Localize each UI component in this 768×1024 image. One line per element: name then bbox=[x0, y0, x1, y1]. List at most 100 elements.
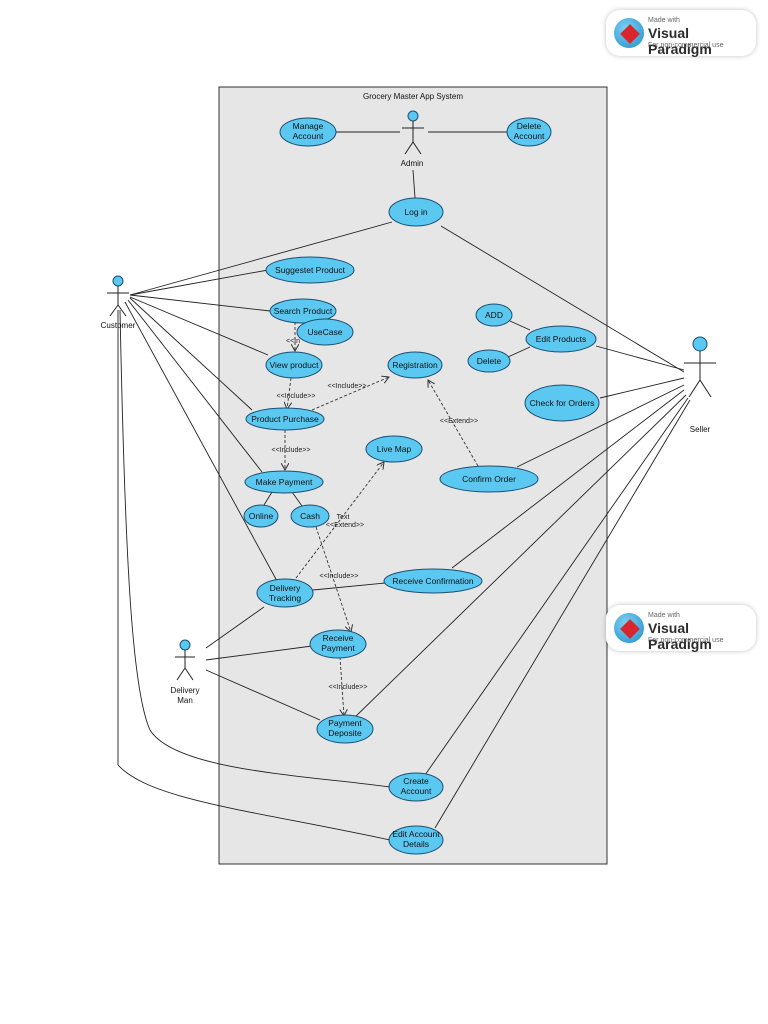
actor-delivery-man[interactable] bbox=[175, 639, 195, 681]
use-case-log-in[interactable]: Log in bbox=[388, 197, 444, 227]
svg-text:Receive Confirmation: Receive Confirmation bbox=[392, 576, 474, 586]
use-case-create-account[interactable]: Create Account bbox=[388, 772, 444, 802]
svg-text:Receive: Receive bbox=[323, 633, 354, 643]
watermark-note: For non-commercial use bbox=[648, 637, 724, 644]
assoc-seller-check-orders bbox=[599, 377, 685, 399]
actor-seller-label: Seller bbox=[690, 425, 711, 434]
use-case-receive-confirmation[interactable]: Receive Confirmation bbox=[383, 568, 483, 594]
svg-text:Search Product: Search Product bbox=[274, 306, 333, 316]
stereo-include-short: <<In bbox=[286, 338, 300, 345]
assoc-seller-create-account bbox=[424, 397, 689, 776]
svg-text:Check for Orders: Check for Orders bbox=[530, 398, 595, 408]
actor-delivery-man-label-1: Delivery bbox=[171, 686, 200, 695]
svg-text:Payment: Payment bbox=[328, 718, 362, 728]
stereo-extend-tracking-livemap: <<Extend>> bbox=[326, 522, 364, 529]
use-case-confirm-order[interactable]: Confirm Order bbox=[439, 465, 539, 493]
use-case-suggest-product[interactable]: Suggestet Product bbox=[265, 256, 355, 284]
svg-text:Account: Account bbox=[514, 131, 545, 141]
use-case-online[interactable]: Online bbox=[243, 504, 279, 528]
svg-text:Delete: Delete bbox=[517, 121, 542, 131]
assoc-admin-login bbox=[412, 169, 416, 199]
svg-text:Product Purchase: Product Purchase bbox=[251, 414, 319, 424]
svg-text:Confirm Order: Confirm Order bbox=[462, 474, 516, 484]
use-case-usecase[interactable]: UseCase bbox=[296, 318, 354, 346]
assoc-customer-tracking bbox=[124, 301, 278, 582]
actor-customer[interactable] bbox=[107, 275, 129, 317]
use-case-receive-payment[interactable]: Receive Payment bbox=[309, 629, 367, 659]
svg-text:Delivery: Delivery bbox=[270, 583, 301, 593]
assoc-customer-edit-account bbox=[117, 310, 391, 841]
svg-text:Cash: Cash bbox=[300, 511, 320, 521]
svg-text:Log in: Log in bbox=[404, 207, 427, 217]
svg-text:Edit Account: Edit Account bbox=[392, 829, 440, 839]
assoc-seller-receive-confirmation bbox=[451, 389, 685, 569]
svg-text:Manage: Manage bbox=[293, 121, 324, 131]
svg-text:Delete: Delete bbox=[477, 356, 502, 366]
svg-text:Online: Online bbox=[249, 511, 274, 521]
use-case-edit-account-details[interactable]: Edit Account Details bbox=[388, 825, 444, 855]
svg-text:Create: Create bbox=[403, 776, 429, 786]
use-case-edit-products[interactable]: Edit Products bbox=[525, 325, 597, 353]
use-case-delete[interactable]: Delete bbox=[467, 349, 511, 373]
svg-text:Registration: Registration bbox=[392, 360, 438, 370]
svg-text:Edit Products: Edit Products bbox=[536, 334, 587, 344]
svg-text:Account: Account bbox=[293, 131, 324, 141]
svg-text:ADD: ADD bbox=[485, 310, 503, 320]
stereo-include-cash-receive: <<Include>> bbox=[320, 573, 359, 580]
watermark-made-with: Made with bbox=[648, 17, 680, 24]
use-case-manage-account[interactable]: Manage Account bbox=[279, 117, 337, 147]
assoc-delivery-tracking bbox=[205, 606, 265, 649]
system-title: Grocery Master App System bbox=[363, 92, 463, 101]
assoc-add-edit-products bbox=[509, 320, 531, 331]
use-case-payment-deposite[interactable]: Payment Deposite bbox=[316, 714, 374, 744]
dep-confirm-registration bbox=[428, 380, 479, 467]
watermark-middle: Made with Visual Paradigm For non-commer… bbox=[606, 605, 756, 652]
assoc-seller-confirm-order bbox=[516, 384, 685, 468]
stereo-text-label: Text bbox=[337, 514, 350, 521]
use-case-product-purchase[interactable]: Product Purchase bbox=[245, 407, 325, 431]
svg-text:View product: View product bbox=[270, 360, 320, 370]
dependencies bbox=[285, 322, 479, 716]
assoc-seller-login bbox=[440, 225, 685, 373]
use-case-check-orders[interactable]: Check for Orders bbox=[524, 384, 600, 422]
use-case-delete-account[interactable]: Delete Account bbox=[506, 117, 552, 147]
svg-text:Live Map: Live Map bbox=[377, 444, 412, 454]
stereo-extend-confirm-registration: <<Extend>> bbox=[440, 418, 478, 425]
assoc-seller-edit-products bbox=[595, 345, 685, 371]
use-case-registration[interactable]: Registration bbox=[387, 351, 443, 379]
svg-text:Suggestet Product: Suggestet Product bbox=[275, 265, 346, 275]
actor-seller[interactable] bbox=[684, 336, 716, 398]
assoc-payment-cash bbox=[291, 491, 303, 507]
assoc-customer-suggest bbox=[129, 269, 269, 296]
assoc-customer-purchase bbox=[129, 297, 253, 411]
svg-text:UseCase: UseCase bbox=[308, 327, 343, 337]
svg-text:Tracking: Tracking bbox=[269, 593, 302, 603]
dep-tracking-livemap bbox=[295, 462, 384, 579]
actor-delivery-man-label-2: Man bbox=[177, 696, 193, 705]
actor-admin-label: Admin bbox=[401, 159, 424, 168]
svg-text:Payment: Payment bbox=[321, 643, 355, 653]
stereo-include-view-purchase: <<Include>> bbox=[277, 393, 316, 400]
use-case-add[interactable]: ADD bbox=[475, 303, 513, 327]
use-case-cash[interactable]: Cash bbox=[290, 504, 330, 528]
actor-admin[interactable] bbox=[402, 110, 424, 155]
assoc-tracking-receive-confirmation bbox=[312, 582, 386, 591]
svg-text:Deposite: Deposite bbox=[328, 728, 362, 738]
use-case-make-payment[interactable]: Make Payment bbox=[244, 470, 324, 494]
watermark-note: For non-commercial use bbox=[648, 42, 724, 49]
dep-view-purchase bbox=[287, 377, 291, 409]
svg-text:Details: Details bbox=[403, 839, 429, 849]
use-case-view-product[interactable]: View product bbox=[265, 351, 323, 379]
use-case-search-product[interactable]: Search Product bbox=[269, 298, 337, 324]
assoc-customer-payment bbox=[127, 299, 263, 473]
watermark-brand: Visual Paradigm bbox=[648, 620, 712, 652]
use-case-delivery-tracking[interactable]: Delivery Tracking bbox=[256, 578, 314, 608]
assoc-delete-edit-products bbox=[507, 346, 531, 358]
watermark-top: Made with Visual Paradigm For non-commer… bbox=[606, 10, 756, 57]
use-case-live-map[interactable]: Live Map bbox=[365, 435, 423, 463]
assoc-delivery-payment-deposite bbox=[205, 669, 321, 721]
assoc-customer-view bbox=[129, 296, 269, 356]
associations bbox=[117, 131, 691, 841]
assoc-delivery-receive-payment bbox=[205, 645, 313, 661]
